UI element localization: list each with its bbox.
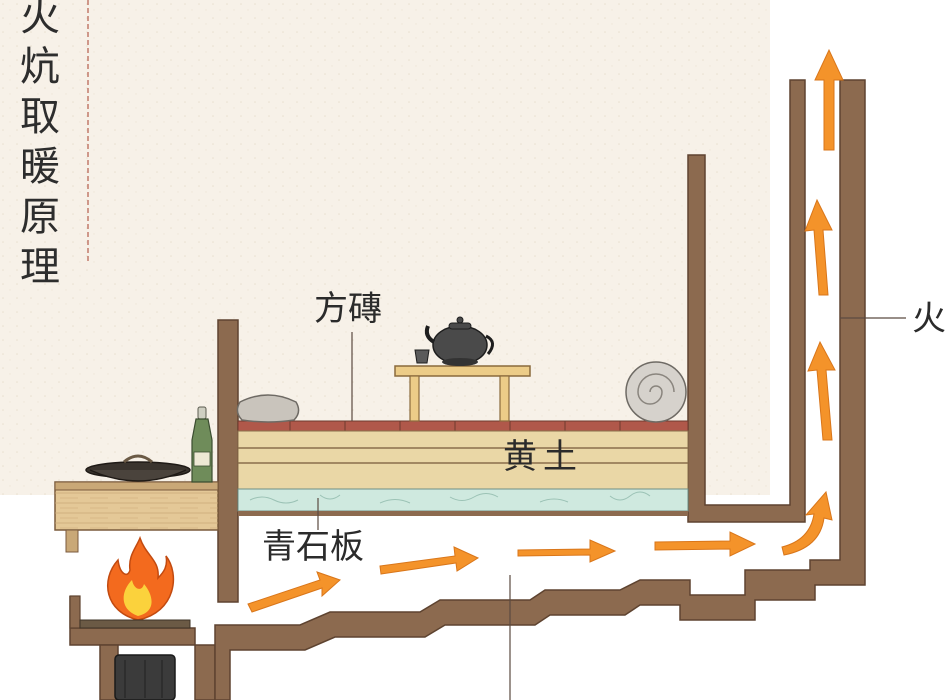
title-char: 取 (20, 94, 60, 140)
stove-platform (54, 481, 219, 553)
label-brick: 方磚 (314, 289, 382, 329)
leader-lines (317, 317, 906, 700)
flow-arrow (379, 546, 480, 575)
grate (79, 619, 191, 629)
pillow-icon (236, 394, 300, 423)
flow-arrow (804, 198, 833, 296)
flow-arrow (517, 539, 617, 563)
teapot-icon (424, 316, 494, 366)
flue-walls (69, 79, 866, 700)
flow-arrow (781, 490, 833, 556)
low-table-icon (394, 365, 531, 422)
title-char: 暖 (20, 144, 60, 190)
title-char: 理 (20, 244, 60, 290)
bedroll-icon (625, 361, 687, 423)
title-char: 火 (20, 0, 60, 40)
kang-bed (237, 420, 689, 516)
flow-arrow (814, 48, 844, 151)
bottle-icon (191, 406, 213, 483)
flow-arrow (654, 531, 757, 557)
flow-arrow (807, 340, 836, 441)
flow-arrow (247, 571, 341, 613)
flame-icon (107, 535, 175, 621)
coal-icon (114, 654, 176, 700)
diagram-title: 火 炕 取 暖 原 理 (16, 0, 64, 292)
title-char: 原 (20, 194, 60, 240)
earth-layer (237, 430, 689, 490)
pot-icon (85, 454, 191, 482)
heat-flow-arrows (247, 48, 844, 613)
label-slate: 青石板 (262, 527, 364, 567)
label-earth: 黄土 (503, 437, 583, 477)
title-char: 炕 (20, 44, 60, 90)
label-flue: 火 (912, 299, 946, 339)
teacup-icon (414, 349, 430, 364)
